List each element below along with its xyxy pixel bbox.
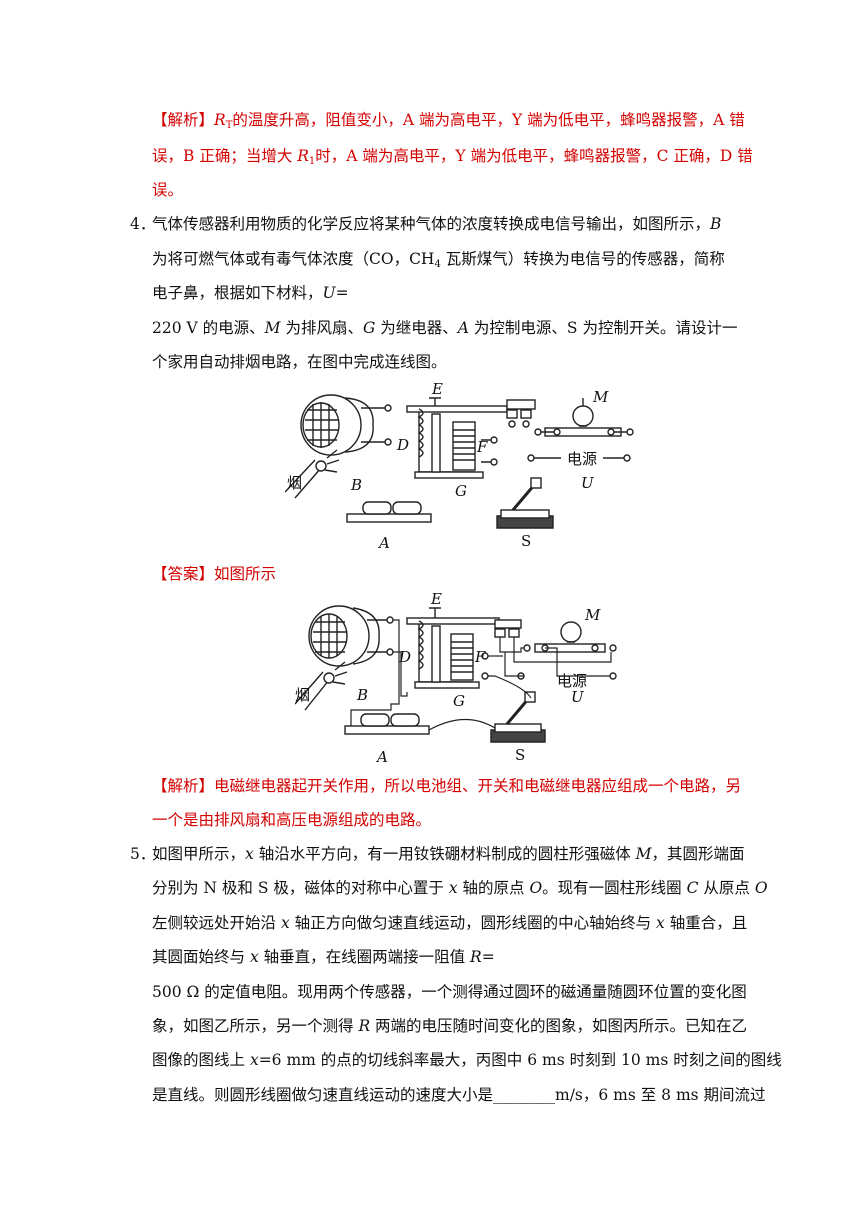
- circuit-figure-question: E M D F 烟 B 电源 U G A S: [285, 380, 634, 550]
- answer-tag: 【答案】: [152, 565, 215, 583]
- q4-analysis-line1: 【解析】电磁继电器起开关作用，所以电池组、开关和电磁继电器应组成一个电路，另: [152, 777, 742, 795]
- q5-line6: 象，如图乙所示，另一个测得 R 两端的电压随时间变化的图象，如图丙所示。已知在乙: [152, 1017, 748, 1035]
- q5-line2: 分别为 N 极和 S 极，磁体的对称中心置于 x 轴的原点 O。现有一圆柱形线圈…: [152, 879, 768, 897]
- answer-label-G: G: [453, 692, 465, 710]
- analysis-tag-q4: 【解析】: [152, 777, 215, 795]
- q4-line2: 为将可燃气体或有毒气体浓度（CO，CH4 瓦斯煤气）转换为电信号的传感器，简称: [152, 250, 725, 270]
- answer-label-E: E: [430, 592, 442, 608]
- q5-line3: 左侧较远处开始沿 x 轴正方向做匀速直线运动，圆形线圈的中心轴始终与 x 轴重合…: [152, 914, 748, 932]
- answer-label-B: B: [356, 686, 368, 704]
- q5-line4: 其圆面始终与 x 轴垂直，在线圈两端接一阻值 R=: [152, 948, 495, 966]
- q5-line1: 如图甲所示，x 轴沿水平方向，有一用钕铁硼材料制成的圆柱形强磁体 M，其圆形端面: [152, 845, 745, 863]
- label-B: B: [350, 476, 362, 494]
- label-S: S: [521, 532, 531, 550]
- q4-line3: 电子鼻，根据如下材料，U=: [152, 284, 349, 302]
- q5-line5: 500 Ω 的定值电阻。现用两个传感器，一个测得通过圆环的磁通量随圆环位置的变化…: [152, 983, 747, 1001]
- label-G: G: [455, 482, 467, 500]
- answer-label-F: F: [474, 648, 486, 666]
- answer-label-U: U: [571, 688, 585, 706]
- q4-line1: 气体传感器利用物质的化学反应将某种气体的浓度转换成电信号输出，如图所示，B: [152, 215, 722, 233]
- analysis3-line1: 【解析】RT的温度升高，阻值变小，A 端为高电平，Y 端为低电平，蜂鸣器报警，A…: [152, 111, 745, 131]
- q4-analysis-line2: 一个是由排风扇和高压电源组成的电路。: [152, 811, 432, 829]
- q5-line7: 图像的图线上 x=6 mm 的点的切线斜率最大，丙图中 6 ms 时刻到 10 …: [152, 1051, 782, 1069]
- analysis3-line3: 误。: [152, 181, 184, 199]
- answer-label-S: S: [515, 746, 525, 764]
- q4-answer: 【答案】如图所示: [152, 565, 277, 583]
- q5-line8: 是直线。则圆形线圈做匀速直线运动的速度大小是________m/s，6 ms 至…: [152, 1086, 766, 1104]
- label-smoke: 烟: [287, 474, 302, 492]
- answer-label-D: D: [398, 648, 411, 666]
- q4-line4: 220 V 的电源、M 为排风扇、G 为继电器、A 为控制电源、S 为控制开关。…: [152, 319, 738, 337]
- label-M: M: [592, 388, 609, 406]
- question-number-5: 5．: [130, 845, 156, 863]
- circuit-figure-answer: E M D F 烟 B 电源 U G A S: [295, 592, 617, 766]
- answer-label-smoke: 烟: [295, 686, 310, 704]
- label-U: U: [581, 474, 595, 492]
- label-D: D: [396, 436, 409, 454]
- q4-line5: 个家用自动排烟电路，在图中完成连线图。: [152, 353, 447, 371]
- label-E: E: [431, 380, 443, 398]
- analysis-tag: 【解析】: [152, 111, 215, 129]
- label-A: A: [377, 534, 390, 550]
- label-F: F: [476, 438, 488, 456]
- label-power: 电源: [567, 450, 597, 468]
- question-number-4: 4．: [130, 215, 156, 233]
- analysis3-line2: 误，B 正确；当增大 R1时，A 端为高电平，Y 端为低电平，蜂鸣器报警，C 正…: [152, 147, 753, 167]
- answer-label-M: M: [584, 606, 601, 624]
- answer-label-A: A: [375, 748, 388, 766]
- answer-label-power: 电源: [557, 672, 587, 690]
